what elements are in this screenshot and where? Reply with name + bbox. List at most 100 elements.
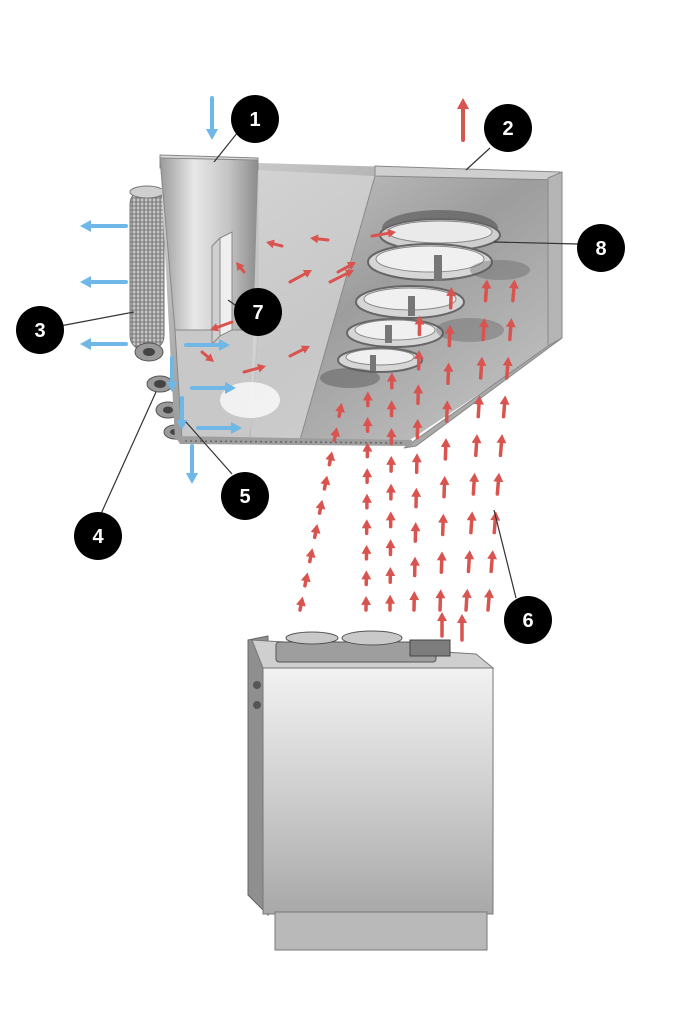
exhaust-arrow-icon bbox=[305, 548, 316, 564]
exhaust-arrow-icon bbox=[499, 395, 510, 419]
fresh-air-arrow-icon bbox=[80, 275, 128, 289]
exhaust-arrow-icon bbox=[386, 455, 397, 473]
fresh-air-arrow-icon bbox=[80, 337, 128, 351]
exhaust-arrow-icon bbox=[242, 363, 266, 374]
fresh-air-arrow-icon bbox=[80, 219, 128, 233]
exhaust-arrow-icon bbox=[315, 499, 326, 515]
exhaust-arrow-icon bbox=[461, 588, 472, 612]
exhaust-arrow-icon bbox=[442, 400, 453, 423]
exhaust-arrow-icon bbox=[409, 591, 420, 612]
exhaust-arrow-icon bbox=[474, 395, 484, 419]
exhaust-arrow-icon bbox=[362, 391, 373, 408]
exhaust-arrow-icon bbox=[210, 320, 234, 332]
range-front-panel bbox=[262, 667, 494, 915]
exhaust-arrow-icon bbox=[362, 468, 373, 484]
exhaust-arrow-icon bbox=[362, 417, 373, 433]
callout-label: 8 bbox=[595, 238, 606, 260]
exhaust-arrow-icon bbox=[481, 279, 492, 303]
callout-label: 5 bbox=[239, 486, 250, 508]
callout-label: 7 bbox=[252, 302, 263, 324]
exhaust-arrow-icon bbox=[370, 228, 396, 238]
callout-label: 2 bbox=[502, 118, 513, 140]
exhaust-arrow-icon bbox=[386, 428, 397, 446]
fresh-air-arrow-icon bbox=[205, 96, 219, 140]
callout-label: 4 bbox=[92, 526, 104, 548]
exhaust-arrow-icon bbox=[385, 594, 396, 612]
fresh-air-arrow-icon bbox=[185, 444, 199, 484]
exhaust-arrow-icon bbox=[436, 551, 447, 574]
exhaust-arrow-icon bbox=[236, 262, 246, 274]
light-fixture bbox=[211, 231, 233, 346]
exhaust-arrow-icon bbox=[361, 493, 372, 510]
exhaust-arrow-icon bbox=[413, 349, 424, 371]
exhaust-arrow-icon bbox=[457, 614, 467, 642]
exhaust-arrow-icon bbox=[411, 487, 422, 509]
exhaust-arrow-icon bbox=[411, 453, 422, 474]
callout-label: 6 bbox=[522, 610, 533, 632]
exhaust-arrow-icon bbox=[296, 596, 306, 612]
callout-1: 1 bbox=[231, 95, 279, 143]
cooking-range bbox=[247, 630, 495, 951]
exhaust-arrow-icon bbox=[456, 98, 470, 142]
exhaust-arrow-icon bbox=[328, 269, 354, 284]
callout-7: 7 bbox=[234, 288, 282, 336]
fresh-air-arrow-icon bbox=[176, 396, 188, 430]
exhaust-arrow-icon bbox=[444, 324, 455, 348]
exhaust-arrow-icon bbox=[505, 318, 516, 342]
exhaust-arrow-icon bbox=[409, 556, 420, 578]
exhaust-arrow-icon bbox=[385, 539, 396, 557]
exhaust-arrow-icon bbox=[335, 402, 345, 418]
exhaust-arrow-icon bbox=[508, 279, 519, 303]
callout-6: 6 bbox=[504, 596, 552, 644]
fresh-air-arrow-icon bbox=[184, 338, 230, 352]
filter-disc-icon bbox=[320, 210, 530, 388]
exhaust-arrow-icon bbox=[300, 572, 311, 588]
callout-label: 1 bbox=[249, 109, 260, 131]
exhaust-arrows bbox=[200, 98, 519, 642]
exhaust-arrow-icon bbox=[443, 362, 454, 386]
exhaust-arrow-icon bbox=[266, 239, 284, 249]
exhaust-arrow-icon bbox=[496, 434, 507, 458]
callout-4: 4 bbox=[74, 512, 122, 560]
exhaust-arrow-icon bbox=[439, 475, 450, 499]
exhaust-arrow-icon bbox=[310, 234, 330, 244]
exhaust-arrow-icon bbox=[361, 595, 371, 612]
leader-lines bbox=[59, 131, 579, 599]
exhaust-arrow-icon bbox=[437, 612, 447, 638]
callout-3: 3 bbox=[16, 306, 64, 354]
exhaust-arrow-icon bbox=[471, 434, 482, 458]
exhaust-arrow-icon bbox=[362, 442, 373, 459]
coil-icon bbox=[129, 185, 165, 351]
fresh-air-arrow-icon bbox=[166, 356, 178, 392]
exhaust-arrow-icon bbox=[414, 315, 425, 337]
exhaust-arrow-icon bbox=[476, 356, 487, 380]
exhaust-arrow-icon bbox=[469, 472, 480, 496]
exhaust-arrow-icon bbox=[361, 519, 372, 536]
exhaust-arrow-icon bbox=[385, 511, 396, 529]
exhaust-arrow-icon bbox=[336, 262, 356, 274]
exhaust-arrow-icon bbox=[502, 356, 513, 380]
exhaust-arrow-icon bbox=[435, 589, 446, 612]
exhaust-arrow-icon bbox=[288, 345, 310, 358]
exhaust-arrow-icon bbox=[386, 400, 397, 418]
exhaust-arrow-icon bbox=[440, 438, 451, 461]
callout-8: 8 bbox=[577, 224, 625, 272]
exhaust-arrow-icon bbox=[386, 372, 397, 390]
exhaust-arrow-icon bbox=[464, 550, 475, 574]
callout-2: 2 bbox=[484, 104, 532, 152]
exhaust-arrow-icon bbox=[330, 427, 340, 443]
exhaust-arrow-icon bbox=[361, 570, 372, 587]
exhaust-arrow-icon bbox=[200, 350, 214, 362]
exhaust-arrow-icon bbox=[361, 544, 372, 561]
exhaust-arrow-icon bbox=[412, 418, 423, 440]
exhaust-arrow-icon bbox=[320, 475, 331, 491]
exhaust-arrow-icon bbox=[413, 384, 424, 406]
exhaust-arrow-icon bbox=[484, 588, 494, 612]
exhaust-arrow-icon bbox=[466, 511, 477, 535]
fresh-air-arrows bbox=[80, 96, 242, 484]
fresh-air-arrow-icon bbox=[190, 381, 236, 395]
exhaust-arrow-icon bbox=[385, 566, 396, 584]
exhaust-arrow-icon bbox=[438, 513, 449, 537]
exhaust-arrow-icon bbox=[310, 524, 321, 540]
